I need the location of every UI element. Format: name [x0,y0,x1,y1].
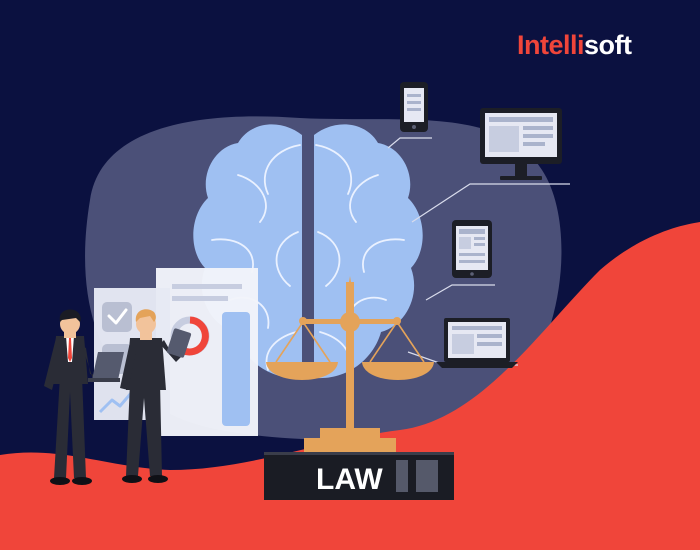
scales-of-justice-icon [266,276,434,452]
businessman-with-laptop [44,309,124,485]
law-book: LAW [264,452,454,500]
brain-right-hemisphere [314,124,423,379]
logo-text-soft: soft [584,30,632,60]
smartphone-icon [400,82,428,132]
laptop-icon [436,318,518,368]
intellisoft-logo: Intellisoft [517,32,632,59]
scale-pan-left [266,362,338,380]
book-label: LAW [316,463,383,496]
businessman-with-tablet [120,309,192,483]
desktop-monitor-icon [480,108,562,180]
red-wave [0,222,700,550]
tablet-held-icon [166,328,192,358]
laptop-held-icon [92,352,124,380]
logo-text-intelli: Intelli [517,30,585,60]
scale-pan-right [362,362,434,380]
tablet-icon [452,220,492,278]
checkmark-icon [102,302,132,332]
